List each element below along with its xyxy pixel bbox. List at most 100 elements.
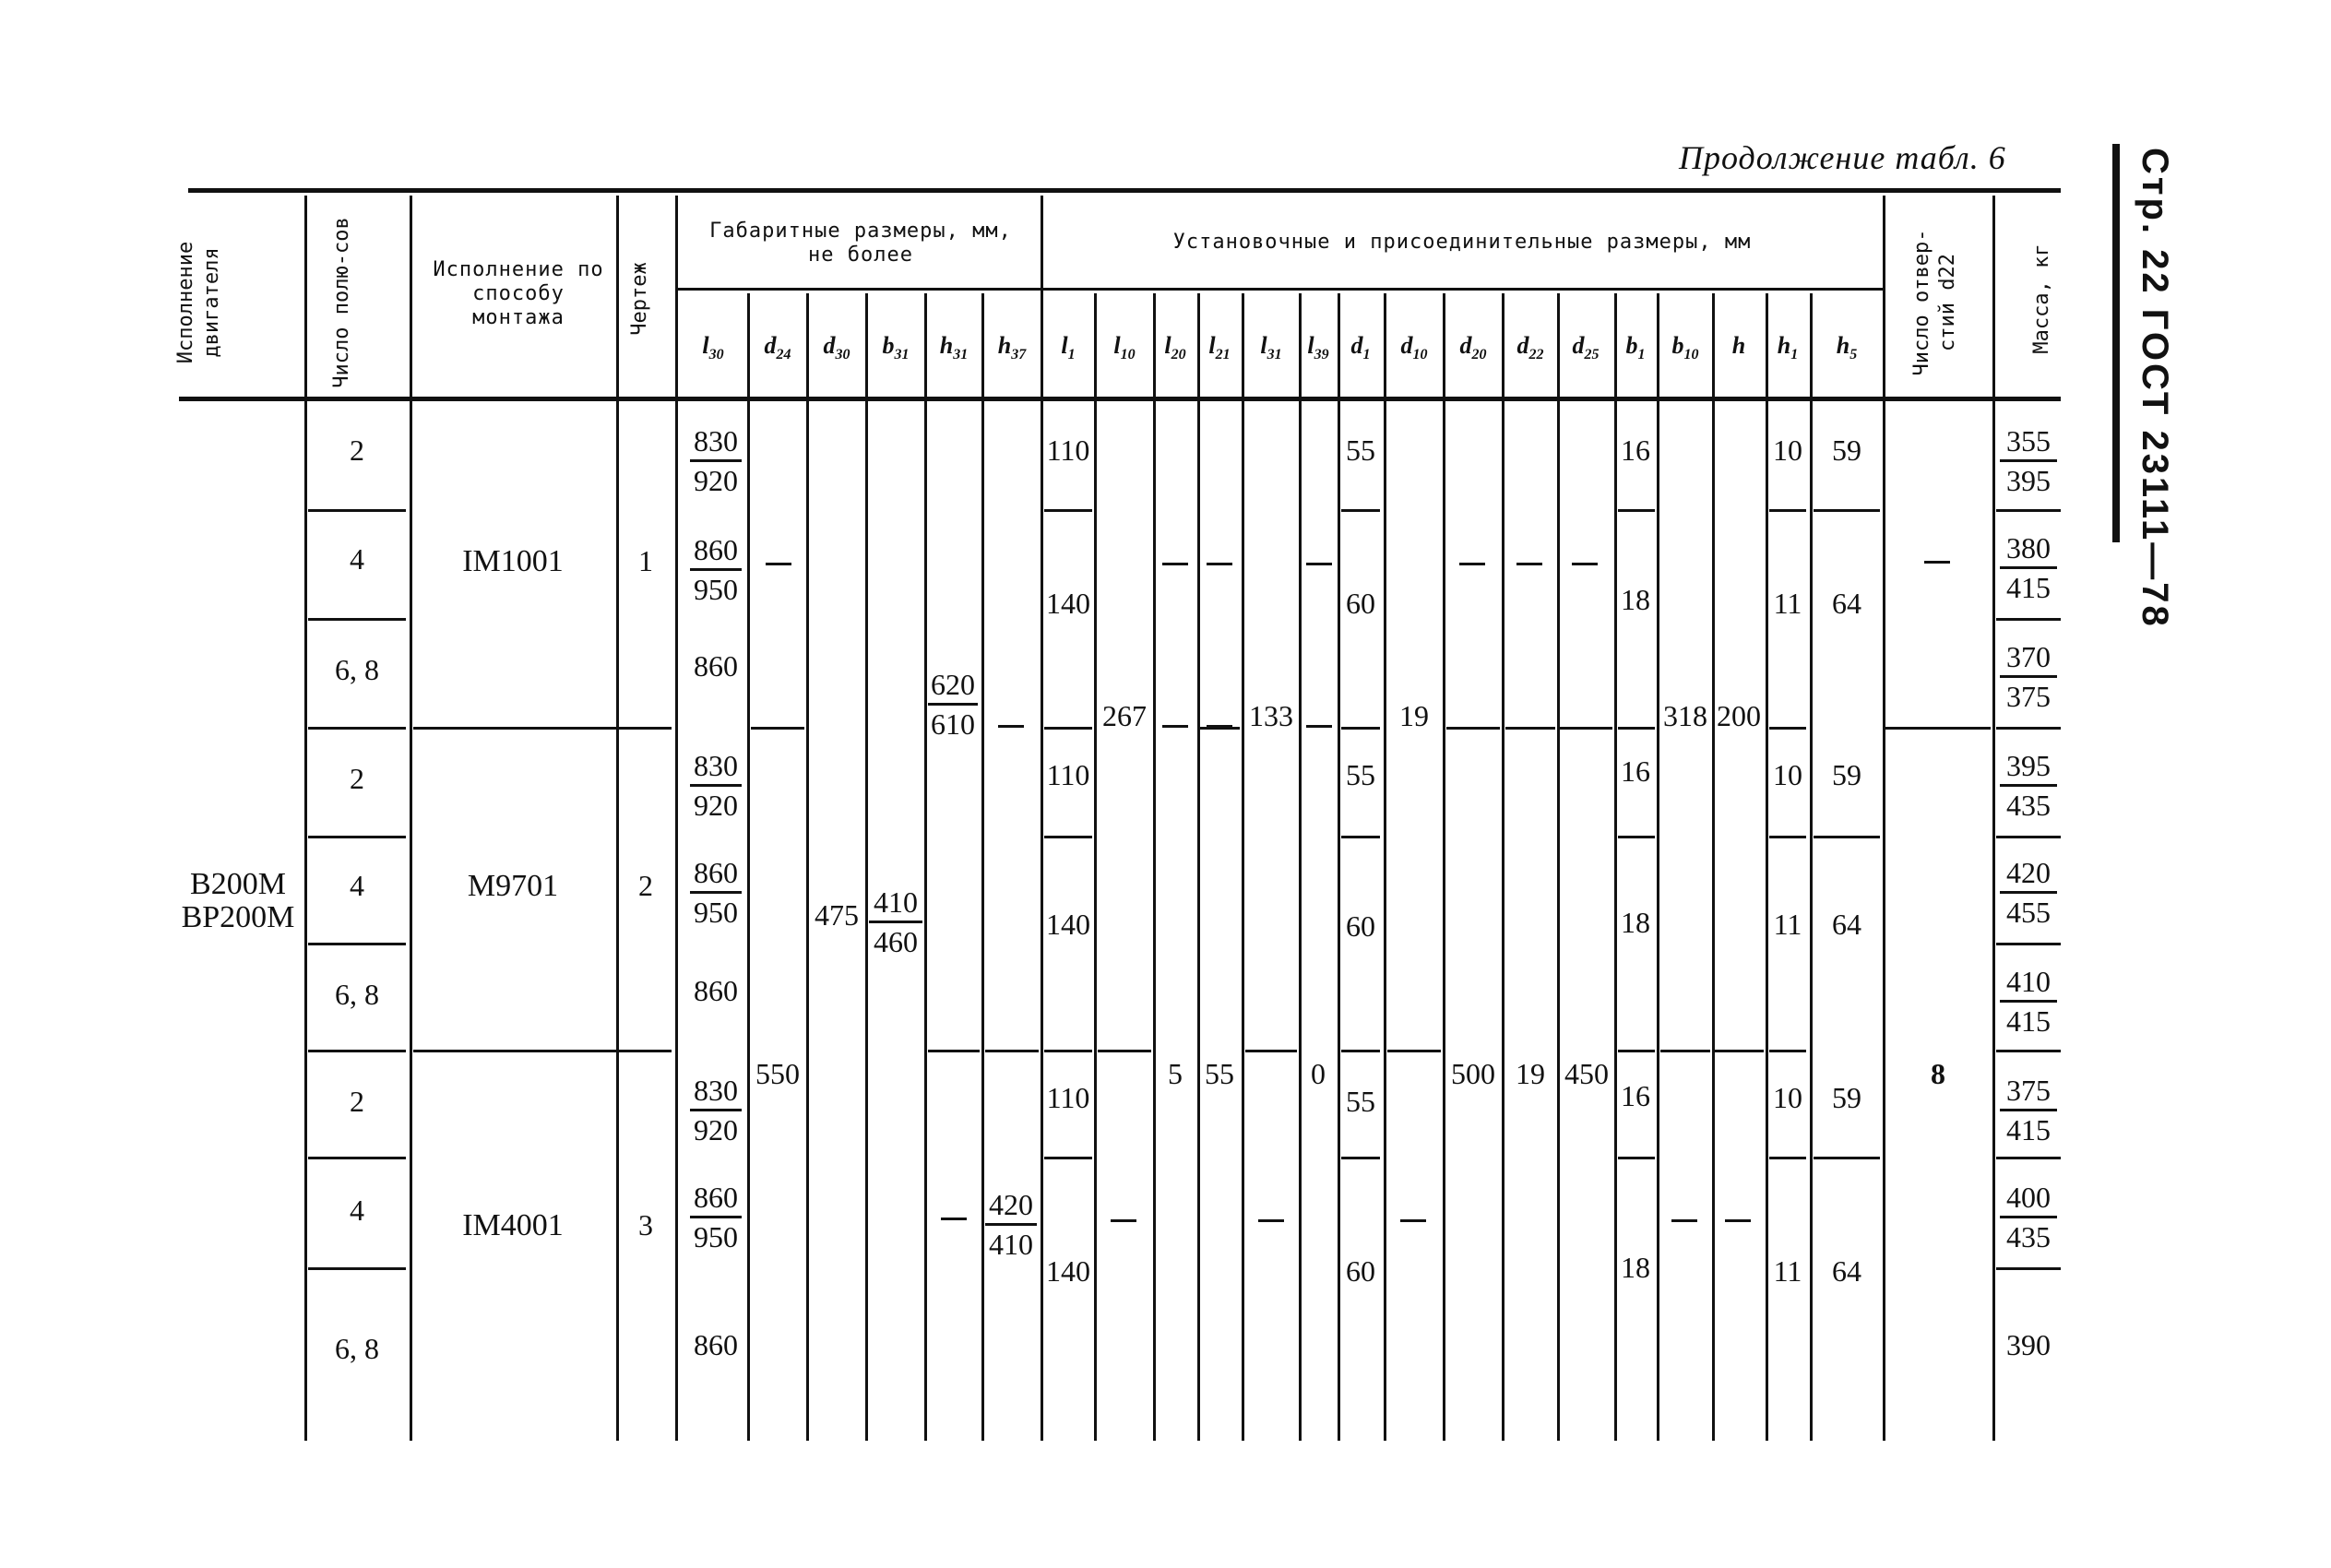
mount-group-divider [413,1050,672,1052]
l30-value: 830 [690,1072,742,1111]
dash-d20 [1459,563,1485,565]
group-divider [1387,1050,1441,1052]
dash-l20 [1162,563,1188,565]
mass-value: 375 [2006,680,2051,713]
col-line [924,293,927,1441]
row-divider [1996,618,2061,621]
motor-type-1: В200М [190,867,286,901]
col-line [1810,293,1813,1441]
group-divider [1714,1050,1764,1052]
l20-value: 5 [1168,1057,1183,1090]
d22-value: 19 [1516,1057,1545,1090]
l1-value: 140 [1046,587,1090,620]
row-divider [1044,836,1092,838]
d20-value: 500 [1451,1057,1495,1090]
mass-value: 355 [2000,422,2057,462]
symbol-l30: l30 [702,332,724,363]
h1-value: 11 [1773,1254,1802,1288]
poles-cell: 2 [350,762,364,795]
row-divider [1341,509,1380,512]
poles-cell: 4 [350,1194,364,1227]
col-line [865,293,868,1441]
row-divider [1341,1050,1380,1052]
l21-value: 55 [1205,1057,1234,1090]
mass-value: 410 [2000,963,2057,1003]
symbol-d1: d1 [1350,332,1371,363]
col-line [1338,293,1340,1441]
poles-cell: 6, 8 [335,653,379,686]
dash-d25 [1572,563,1598,565]
d1-value: 60 [1346,1254,1375,1288]
col-line [1502,293,1504,1441]
dash-d10 [1400,1219,1426,1222]
mount-type-cell: IM1001 [462,544,564,578]
row-divider [1996,1157,2061,1159]
poles-cell: 4 [350,542,364,576]
d1-value: 55 [1346,1085,1375,1118]
h5-value: 59 [1832,434,1861,467]
row-divider [1341,836,1380,838]
row-divider [1996,836,2061,838]
dash-d24 [766,563,791,565]
header-overall-dimensions: Габаритные размеры, мм, не более [709,220,1012,267]
row-divider [1996,509,2061,512]
l1-value: 140 [1046,908,1090,941]
h1-value: 11 [1773,908,1802,941]
col-line [1299,293,1302,1441]
b1-value: 16 [1621,754,1650,788]
header-bottom-border [179,397,2061,401]
symbol-h1: h1 [1777,332,1799,363]
l30-value: 860 [694,974,738,1007]
symbol-d22: d22 [1516,332,1544,363]
dash-l20-mid [1162,725,1188,728]
row-divider [1996,1050,2061,1052]
d10-value: 19 [1399,699,1429,732]
h5-value: 59 [1832,758,1861,791]
group-divider [928,1050,980,1052]
row-divider [1814,509,1880,512]
group-divider [1559,727,1612,730]
row-divider [308,1267,406,1270]
l30-value: 950 [694,1220,738,1253]
col-line [1766,293,1768,1441]
side-rule [2112,144,2120,542]
row-divider [1341,1157,1380,1159]
l30-value: 950 [694,573,738,606]
mass-value: 390 [2006,1328,2051,1361]
group-divider [985,1050,1039,1052]
h1-value: 10 [1773,1081,1802,1114]
mount-group-divider [413,727,672,730]
row-divider [1769,836,1806,838]
b1-value: 16 [1621,434,1650,467]
col-line [1242,293,1244,1441]
dash-l39-mid [1306,725,1332,728]
h1-value: 11 [1773,587,1802,620]
l1-value: 140 [1046,1254,1090,1288]
group-divider [1446,727,1500,730]
header-mount: Исполнение по способу монтажа [433,258,604,329]
d1-value: 60 [1346,909,1375,943]
symbol-b10: b10 [1671,332,1699,363]
row-divider [1044,1157,1092,1159]
l30-value: 860 [694,1328,738,1361]
l30-value: 950 [694,896,738,929]
row-divider [1996,727,2061,730]
mass-value: 435 [2006,1220,2051,1253]
d24-value: 550 [755,1057,800,1090]
poles-cell: 2 [350,434,364,467]
header-installation-dimensions: Установочные и присоединительные размеры… [1172,231,1752,254]
l30-value: 860 [690,1179,742,1218]
group-divider [1660,1050,1710,1052]
group-divider [1505,727,1555,730]
group-divider [751,727,804,730]
col-line [1992,196,1995,1441]
row-divider [1618,509,1655,512]
row-divider [1044,509,1092,512]
motor-type-2: ВР200М [181,900,295,934]
mass-value: 395 [2000,747,2057,787]
